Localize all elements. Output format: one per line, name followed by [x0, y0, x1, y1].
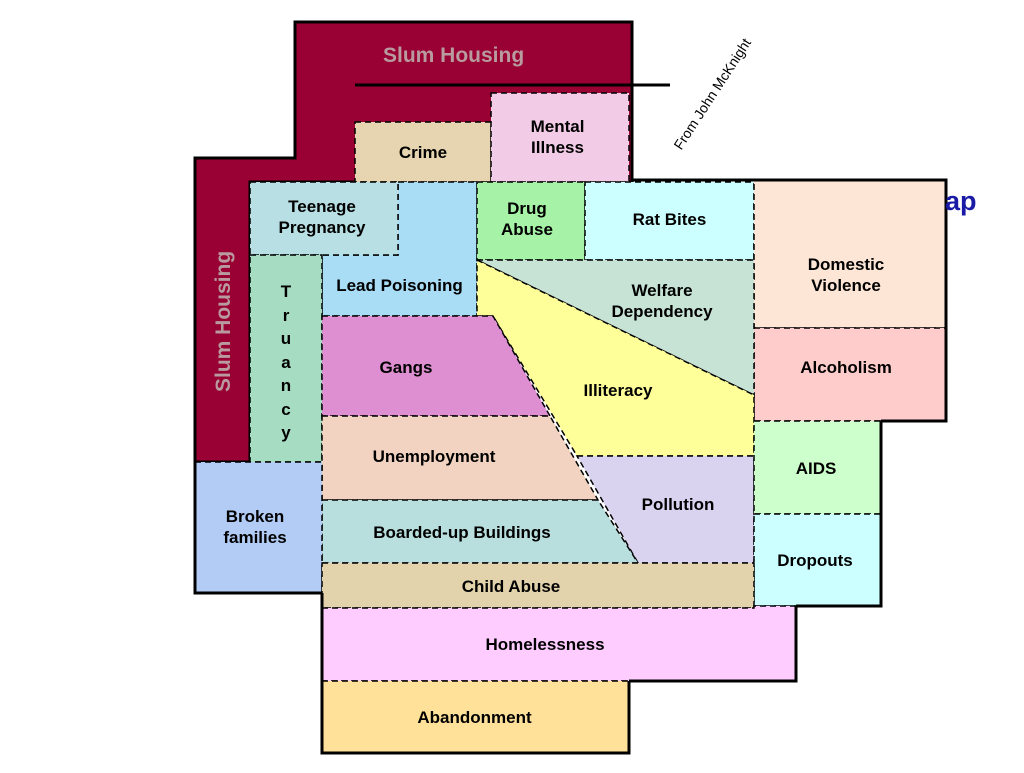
truancy-letter: T: [280, 282, 292, 301]
domestic-violence-label: Domestic Violence: [807, 255, 885, 295]
truancy-letter: a: [281, 352, 291, 372]
boarded-up-buildings-label: Boarded-up Buildings: [373, 523, 551, 542]
gangs-region: [321, 315, 552, 417]
truancy-letter: c: [281, 399, 291, 419]
abandonment-label: Abandonment: [417, 708, 532, 727]
partial-title-label: ap: [945, 186, 977, 216]
truancy-letter: u: [280, 329, 292, 348]
rat-bites-region: [584, 181, 755, 261]
mental-illness-label: Mental Illness: [530, 117, 585, 157]
alcoholism-label: Alcoholism: [800, 358, 892, 377]
dropouts-label: Dropouts: [777, 551, 853, 570]
child-abuse-region: [321, 562, 755, 609]
domestic-violence-region: [753, 179, 947, 329]
slum-housing-side-label: Slum Housing: [212, 250, 235, 392]
truancy-label: T r u a n c y: [276, 280, 296, 445]
child-abuse-label: Child Abuse: [461, 577, 561, 596]
teenage-pregnancy-label: Teenage Pregnancy: [278, 197, 366, 237]
alcoholism-region: [753, 327, 947, 422]
rat-bites-label: Rat Bites: [632, 210, 707, 229]
drug-abuse-label: Drug Abuse: [501, 199, 553, 239]
aids-dropouts-border: [796, 421, 883, 608]
homelessness-border: [629, 606, 798, 683]
illiteracy-label: Illiteracy: [583, 381, 653, 400]
slum-housing-top-label: Slum Housing: [383, 44, 525, 67]
welfare-dependency-label: Welfare Dependency: [611, 281, 713, 321]
crime-label: Crime: [398, 143, 448, 162]
aids-region: [753, 420, 882, 515]
truancy-region: [249, 254, 323, 463]
pollution-label: Pollution: [641, 495, 715, 514]
truancy-letter: y: [281, 423, 291, 442]
abandonment-border: [320, 593, 631, 755]
right-block-border: [632, 178, 948, 423]
teenage-pregnancy-region: [249, 181, 399, 256]
truancy-letter: r: [282, 305, 290, 325]
homelessness-label: Homelessness: [485, 635, 605, 654]
unemployment-label: Unemployment: [372, 447, 496, 466]
truancy-letter: n: [280, 376, 292, 395]
dropouts-region: [753, 513, 882, 607]
aids-label: AIDS: [795, 459, 837, 478]
lead-poisoning-label: Lead Poisoning: [336, 276, 463, 295]
broken-families-label: Broken families: [223, 507, 287, 547]
broken-families-region: [194, 461, 323, 594]
gangs-label: Gangs: [379, 358, 433, 377]
broken-families-border: [193, 462, 322, 595]
